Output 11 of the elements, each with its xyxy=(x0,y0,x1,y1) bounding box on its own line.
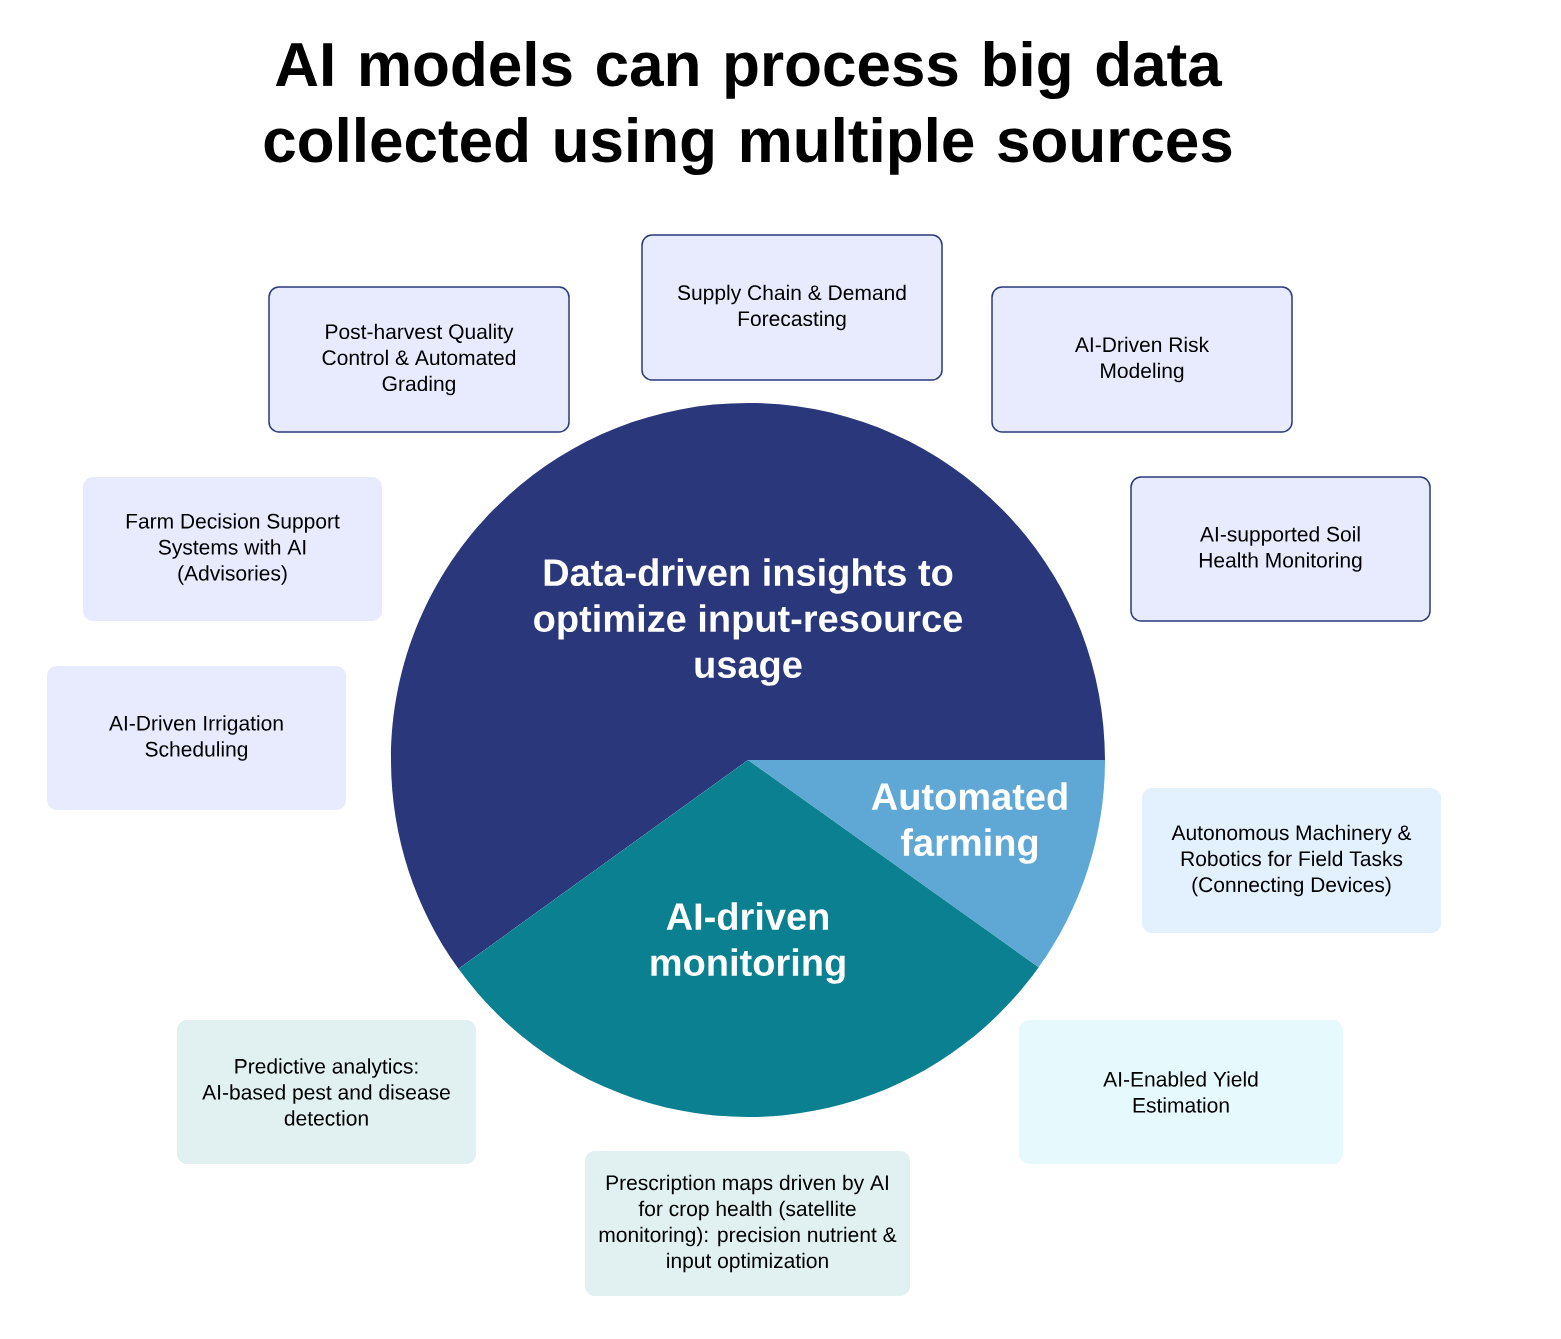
text-box: Autonomous Machinery & Robotics for Field Tasks (Connecting Devices) xyxy=(1142,788,1441,933)
text-box: Predictive analytics: AI-based pest and disease detection xyxy=(177,1020,476,1164)
text-box: Post-harvest Quality Control & Automated Grading xyxy=(268,286,570,433)
text-box: Prescription maps driven by AI for crop health (satellite monitoring): precision nutrient & input optimization xyxy=(585,1151,910,1296)
text-box: Farm Decision Support Systems with AI (Advisories) xyxy=(83,477,382,621)
text-box: AI-Driven Risk Modeling xyxy=(991,286,1293,433)
text-box: AI-Enabled Yield Estimation xyxy=(1019,1020,1343,1164)
text-box: AI-Driven Irrigation Scheduling xyxy=(47,666,346,810)
text-box: Supply Chain & Demand Forecasting xyxy=(641,234,943,381)
title: AI models can process big data collected using multiple sources xyxy=(264,40,1232,175)
text-box: AI-supported Soil Health Monitoring xyxy=(1130,476,1431,622)
